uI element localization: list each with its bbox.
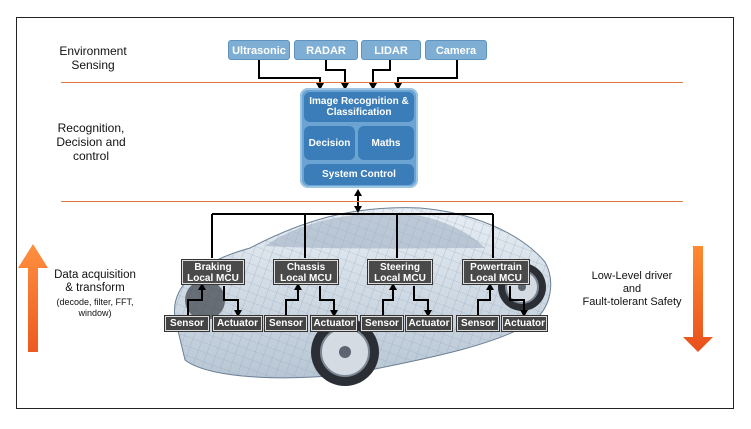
section-label-environment: Environment Sensing bbox=[59, 44, 127, 72]
up-arrow bbox=[18, 244, 48, 352]
car-body bbox=[173, 207, 552, 379]
chassis-sensor: Sensor bbox=[264, 315, 308, 332]
braking-sensor: Sensor bbox=[164, 315, 210, 332]
image-recognition-box: Image Recognition & Classification bbox=[304, 92, 414, 122]
down-arrow bbox=[683, 246, 713, 352]
left-label-title: Data acquisition & transform bbox=[54, 269, 136, 294]
powertrain-sensor: Sensor bbox=[456, 315, 500, 332]
decision-box: Decision bbox=[304, 126, 355, 160]
wheel-back-left bbox=[185, 280, 225, 320]
mcu-chassis: Chassis Local MCU bbox=[273, 259, 339, 285]
system-control-box: System Control bbox=[304, 164, 414, 185]
steering-actuator: Actuator bbox=[405, 315, 453, 332]
mcu-steering: Steering Local MCU bbox=[367, 259, 433, 285]
bus-arrowheads bbox=[354, 189, 362, 213]
braking-actuator: Actuator bbox=[212, 315, 263, 332]
wheel-front bbox=[311, 318, 379, 386]
steering-sensor: Sensor bbox=[360, 315, 404, 332]
divider-bottom bbox=[61, 201, 683, 202]
right-label: Low-Level driver and Fault-tolerant Safe… bbox=[582, 270, 682, 308]
sensor-ultrasonic: Ultrasonic bbox=[228, 40, 290, 60]
section-label-recognition: Recognition, Decision and control bbox=[56, 121, 126, 163]
maths-box: Maths bbox=[358, 126, 414, 160]
device-connectors bbox=[187, 286, 525, 316]
sensor-radar: RADAR bbox=[294, 40, 358, 60]
sensor-connectors bbox=[258, 58, 458, 88]
mcu-braking: Braking Local MCU bbox=[181, 259, 245, 285]
left-label-detail: (decode, filter, FFT, window) bbox=[56, 297, 134, 318]
chassis-actuator: Actuator bbox=[310, 315, 358, 332]
mcu-powertrain: Powertrain Local MCU bbox=[462, 259, 530, 285]
sensor-lidar: LIDAR bbox=[361, 40, 421, 60]
device-arrowheads bbox=[198, 283, 528, 317]
divider-top bbox=[61, 82, 683, 83]
sensor-arrowheads bbox=[316, 83, 402, 90]
sensor-camera: Camera bbox=[425, 40, 487, 60]
powertrain-actuator: Actuator bbox=[501, 315, 548, 332]
